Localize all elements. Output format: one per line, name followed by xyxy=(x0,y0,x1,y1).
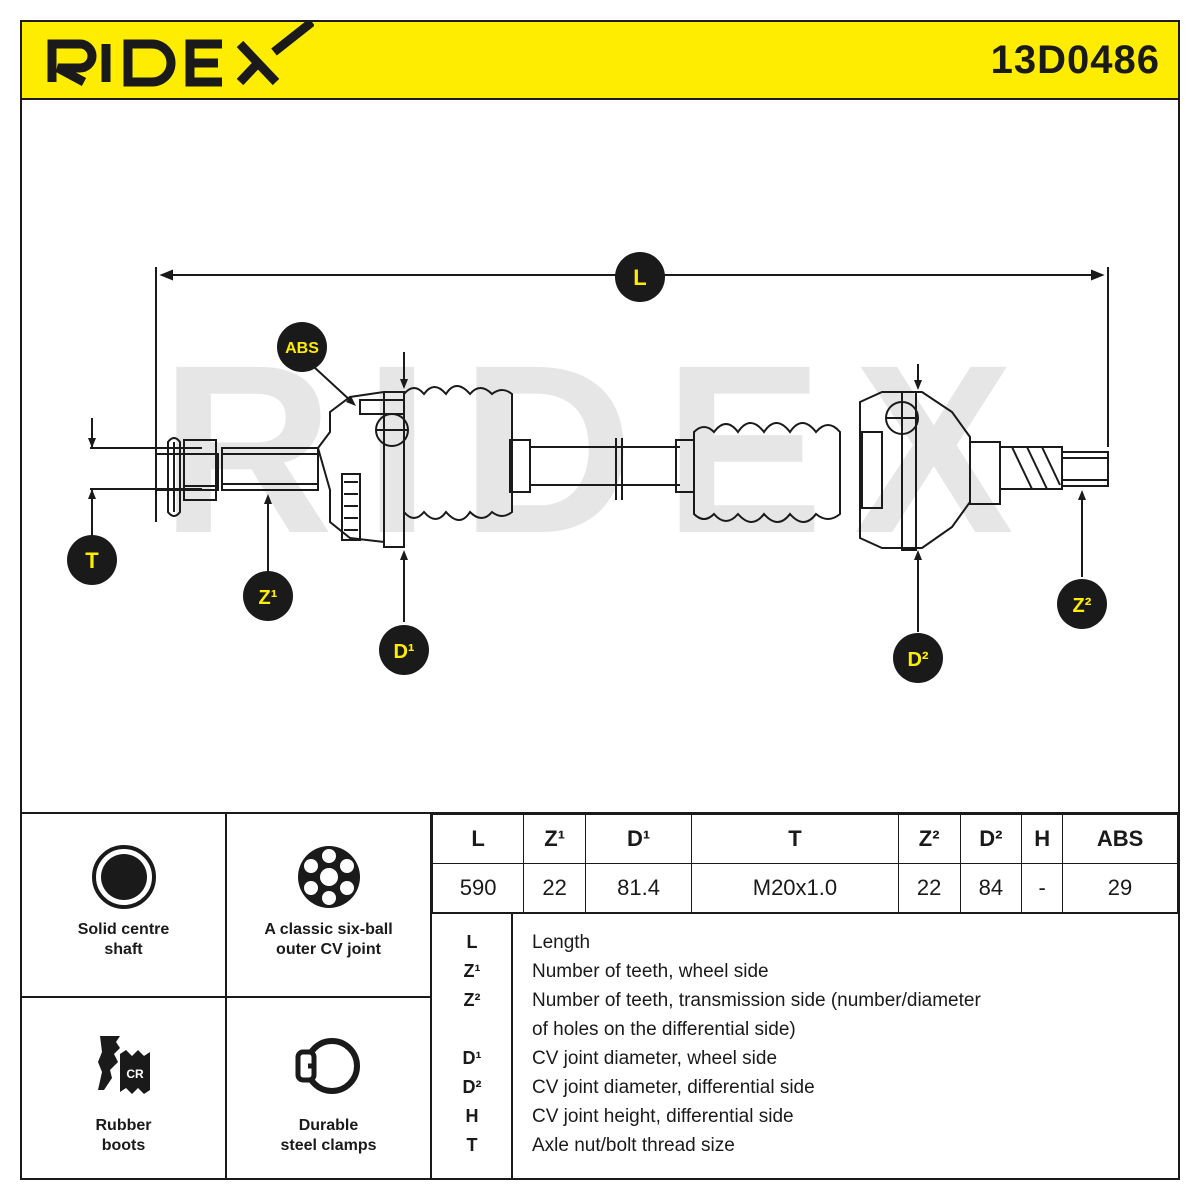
callout-T: T xyxy=(67,535,117,585)
spec-value: 84 xyxy=(959,863,1023,913)
legend-symbol: Z² xyxy=(463,990,481,1010)
spec-header: Z¹ xyxy=(523,814,586,864)
steel-clamp-icon xyxy=(295,1038,360,1094)
spec-value: 81.4 xyxy=(584,863,693,913)
legend-row: of holes on the differential side) xyxy=(432,1015,1178,1044)
svg-text:L: L xyxy=(633,265,646,290)
spec-header: L xyxy=(431,814,525,864)
legend-symbol: H xyxy=(465,1106,479,1126)
spec-header: D² xyxy=(959,814,1023,864)
svg-text:CR: CR xyxy=(126,1067,144,1081)
feature-divider-v2 xyxy=(430,814,432,1180)
legend-text: CV joint diameter, wheel side xyxy=(532,1048,778,1069)
drive-shaft-diagram: RIDEX xyxy=(22,102,1178,812)
legend-row: T Axle nut/bolt thread size xyxy=(432,1131,1178,1160)
spec-value-row: 590 22 81.4 M20x1.0 22 84 - 29 xyxy=(431,863,1178,913)
legend-text: Length xyxy=(532,932,591,953)
ridex-logo xyxy=(47,22,314,87)
callout-L: L xyxy=(615,252,665,302)
legend-text: Number of teeth, transmission side (numb… xyxy=(532,990,981,1011)
legend-row: L Length xyxy=(432,928,1178,957)
legend-row: H CV joint height, differential side xyxy=(432,1102,1178,1131)
svg-text:Z²: Z² xyxy=(1073,595,1092,617)
legend-row: D² CV joint diameter, differential side xyxy=(432,1073,1178,1102)
callout-D1: D¹ xyxy=(379,625,429,675)
spec-header: T xyxy=(691,814,899,864)
legend-symbol: T xyxy=(466,1135,478,1155)
legend-row: D¹ CV joint diameter, wheel side xyxy=(432,1044,1178,1073)
spec-header-row: L Z¹ D¹ T Z² D² H ABS xyxy=(431,814,1178,864)
legend-symbol: L xyxy=(466,932,478,952)
spec-header: D¹ xyxy=(584,814,693,864)
callout-ABS: ABS xyxy=(277,322,327,372)
drive-shaft-drawing: RIDEX xyxy=(67,252,1109,683)
legend-top-border xyxy=(430,912,1180,914)
rubber-boot-cr-icon: CR xyxy=(97,1036,150,1094)
spec-table: L Z¹ D¹ T Z² D² H ABS 590 22 81.4 M20x1.… xyxy=(431,814,1178,913)
callout-D2: D² xyxy=(893,633,943,683)
feature-divider-h xyxy=(20,996,430,998)
callout-Z1: Z¹ xyxy=(243,571,293,621)
svg-text:T: T xyxy=(85,548,99,573)
six-ball-joint-icon xyxy=(297,846,360,908)
spec-value: 22 xyxy=(523,863,586,913)
legend-symbol: Z¹ xyxy=(463,961,481,981)
spec-header: Z² xyxy=(897,814,961,864)
svg-text:D¹: D¹ xyxy=(393,641,414,663)
legend-text: Axle nut/bolt thread size xyxy=(532,1135,735,1156)
spec-value: - xyxy=(1021,863,1064,913)
legend-text: of holes on the differential side) xyxy=(532,1019,796,1040)
header-bar: 13D0486 xyxy=(20,20,1180,100)
spec-header: H xyxy=(1021,814,1064,864)
callout-Z2: Z² xyxy=(1057,579,1107,629)
svg-text:D²: D² xyxy=(907,649,928,671)
legend: L Length Z¹ Number of teeth, wheel side … xyxy=(432,914,1178,1178)
legend-text: CV joint diameter, differential side xyxy=(532,1077,815,1098)
spec-value: M20x1.0 xyxy=(691,863,899,913)
legend-divider xyxy=(511,912,513,1180)
legend-text: Number of teeth, wheel side xyxy=(532,961,769,982)
legend-text: CV joint height, differential side xyxy=(532,1106,794,1127)
section-divider xyxy=(20,812,1180,814)
svg-text:Z¹: Z¹ xyxy=(259,587,278,609)
spec-value: 29 xyxy=(1062,863,1178,913)
legend-row: Z² Number of teeth, transmission side (n… xyxy=(432,986,1178,1015)
legend-row: Z¹ Number of teeth, wheel side xyxy=(432,957,1178,986)
spec-header: ABS xyxy=(1062,814,1178,864)
legend-symbol: D¹ xyxy=(462,1048,482,1068)
solid-circle-icon xyxy=(91,845,156,909)
legend-symbol: D² xyxy=(462,1077,482,1097)
svg-text:ABS: ABS xyxy=(285,340,319,357)
spec-value: 22 xyxy=(897,863,961,913)
part-number: 13D0486 xyxy=(990,38,1160,82)
spec-value: 590 xyxy=(431,863,525,913)
